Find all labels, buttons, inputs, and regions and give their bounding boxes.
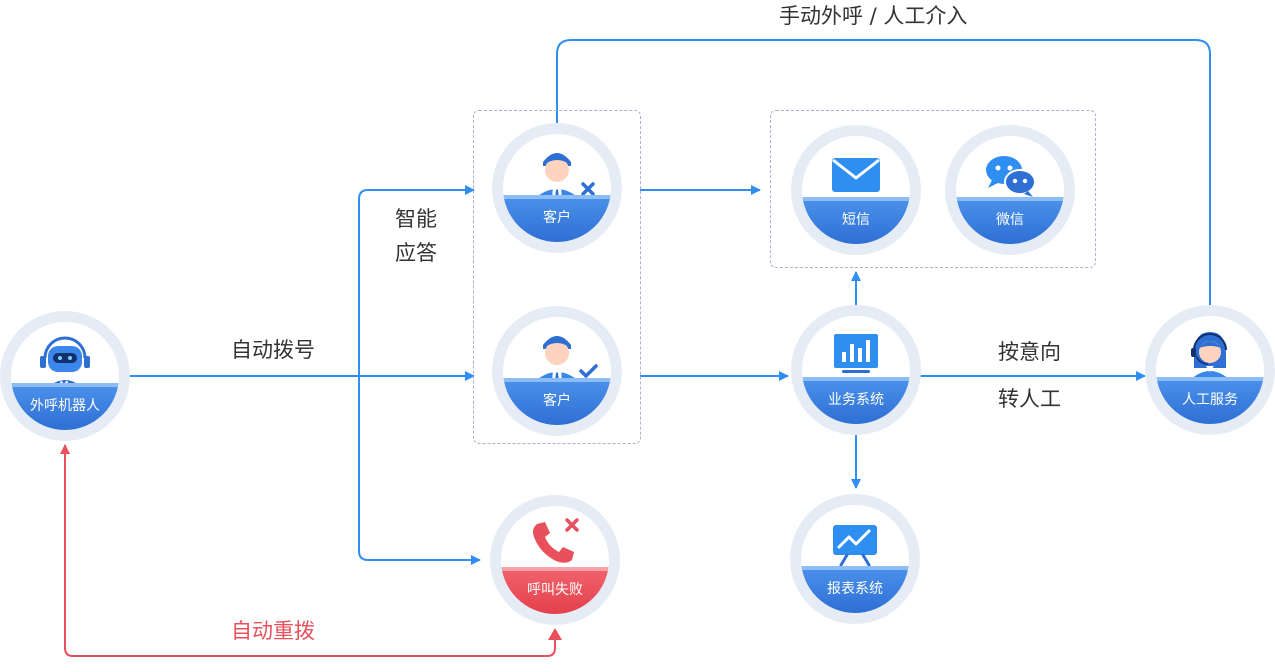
node-customer-ok-label: 客户 (503, 378, 611, 425)
messaging-group-box (770, 110, 1096, 268)
node-customer-ok[interactable]: 客户 (492, 306, 622, 436)
trend-board-icon (833, 525, 877, 567)
edge-label-auto-redial: 自动重拨 (231, 619, 315, 643)
node-agent-label: 人工服务 (1156, 377, 1264, 424)
user-cross-icon (533, 153, 595, 200)
node-agent[interactable]: 人工服务 (1145, 305, 1275, 435)
agent-headset-icon (1188, 332, 1232, 382)
node-robot-label: 外呼机器人 (11, 383, 119, 430)
customer-group-box (473, 110, 641, 444)
node-business-label: 业务系统 (802, 377, 910, 424)
edge-branch-to-customer-fail (358, 185, 475, 376)
edge-call-fail-to-robot-redial (60, 444, 556, 657)
node-sms-label: 短信 (802, 197, 910, 244)
edge-agent-to-customer-manual (556, 39, 1211, 305)
node-call-fail[interactable]: 呼叫失败 (490, 495, 620, 625)
robot-headset-icon (40, 336, 90, 388)
node-report[interactable]: 报表系统 (790, 494, 920, 624)
node-customer-fail-label: 客户 (503, 195, 611, 242)
node-sms[interactable]: 短信 (791, 125, 921, 255)
node-call-fail-label: 呼叫失败 (501, 567, 609, 614)
edge-label-smart-answer: 智能 应答 (395, 202, 437, 270)
edge-label-smart-answer-line1: 智能 (395, 207, 437, 231)
edge-label-manual-call: 手动外呼 / 人工介入 (779, 4, 968, 28)
arrowhead-call-fail (548, 628, 562, 640)
edge-label-intent-line1: 按意向 (998, 340, 1061, 364)
node-customer-fail[interactable]: 客户 (492, 123, 622, 253)
node-business[interactable]: 业务系统 (791, 305, 921, 435)
node-wechat-label: 微信 (956, 197, 1064, 244)
node-wechat[interactable]: 微信 (945, 125, 1075, 255)
node-report-label: 报表系统 (801, 566, 909, 613)
envelope-icon (832, 158, 880, 192)
bar-chart-monitor-icon (834, 334, 878, 373)
edge-branch-to-call-fail (358, 376, 481, 565)
user-check-icon (533, 336, 598, 383)
phone-cross-icon (533, 518, 579, 563)
node-robot[interactable]: 外呼机器人 (0, 311, 130, 441)
edge-label-auto-dial: 自动拨号 (231, 338, 315, 362)
wechat-bubbles-icon (986, 156, 1036, 197)
edge-label-intent-line2: 转人工 (998, 387, 1061, 411)
edge-label-smart-answer-line2: 应答 (395, 241, 437, 265)
